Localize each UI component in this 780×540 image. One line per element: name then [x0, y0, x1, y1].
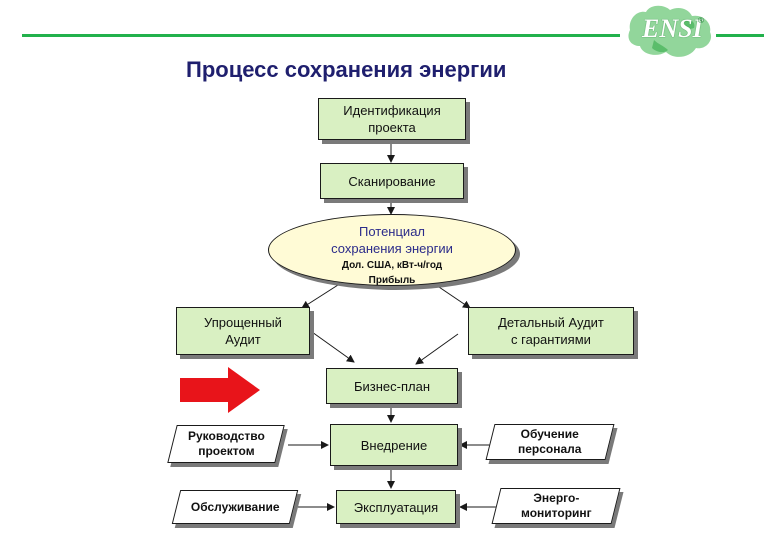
header-line-left	[22, 34, 620, 37]
node-detailed-audit: Детальный Аудит с гарантиями	[468, 307, 634, 355]
node-energy-monitoring-line2: мониторинг	[520, 506, 592, 520]
potential-profit: Прибыль	[368, 275, 416, 286]
node-staff-training: Обучение персонала	[485, 424, 615, 460]
page-title: Процесс сохранения энергии	[186, 57, 507, 82]
arrow-simplified-to-businessplan	[311, 331, 355, 363]
arrow-potential-to-detailed	[435, 284, 471, 309]
arrow-potential-to-simplified	[301, 284, 339, 309]
node-project-identification-line1: Идентификация	[343, 103, 441, 118]
node-energy-monitoring-line1: Энерго-	[533, 491, 579, 505]
potential-units: Дол. США, кВт-ч/год	[341, 260, 443, 271]
node-detailed-audit-line2: с гарантиями	[511, 332, 591, 347]
node-implementation-label: Внедрение	[360, 437, 428, 453]
node-savings-potential: Потенциал сохранения энергии Дол. США, к…	[268, 214, 516, 286]
node-operation-label: Эксплуатация	[353, 499, 439, 515]
node-implementation: Внедрение	[330, 424, 458, 466]
node-project-management-line1: Руководство	[187, 429, 265, 443]
header-line-right	[716, 34, 764, 37]
node-business-plan: Бизнес-план	[326, 368, 458, 404]
logo-registered-mark: ®	[698, 16, 704, 25]
node-detailed-audit-line1: Детальный Аудит	[498, 315, 604, 330]
node-simplified-audit-line1: Упрощенный	[204, 315, 282, 330]
node-business-plan-label: Бизнес-план	[353, 378, 431, 394]
logo-text: ENSI	[642, 14, 703, 43]
node-staff-training-line1: Обучение	[520, 427, 580, 441]
ensi-logo	[628, 5, 712, 57]
node-scanning-label: Сканирование	[348, 173, 436, 189]
node-simplified-audit-line2: Аудит	[225, 332, 261, 347]
node-maintenance-label: Обслуживание	[190, 499, 280, 514]
node-project-identification-line2: проекта	[368, 120, 416, 135]
node-operation: Эксплуатация	[336, 490, 456, 524]
node-project-management-line2: проектом	[197, 444, 255, 458]
node-scanning: Сканирование	[320, 163, 464, 199]
red-pointer-arrow-icon	[180, 367, 260, 413]
potential-label-line2: сохранения энергии	[331, 241, 453, 256]
node-simplified-audit: Упрощенный Аудит	[176, 307, 310, 355]
arrow-detailed-to-businessplan	[415, 333, 459, 365]
node-maintenance: Обслуживание	[171, 490, 299, 524]
node-energy-monitoring: Энерго- мониторинг	[491, 488, 621, 524]
node-staff-training-line2: персонала	[518, 442, 582, 456]
node-project-management: Руководство проектом	[167, 425, 285, 463]
world-map-icon	[628, 5, 712, 57]
node-project-identification: Идентификация проекта	[318, 98, 466, 140]
potential-label-line1: Потенциал	[358, 224, 426, 239]
